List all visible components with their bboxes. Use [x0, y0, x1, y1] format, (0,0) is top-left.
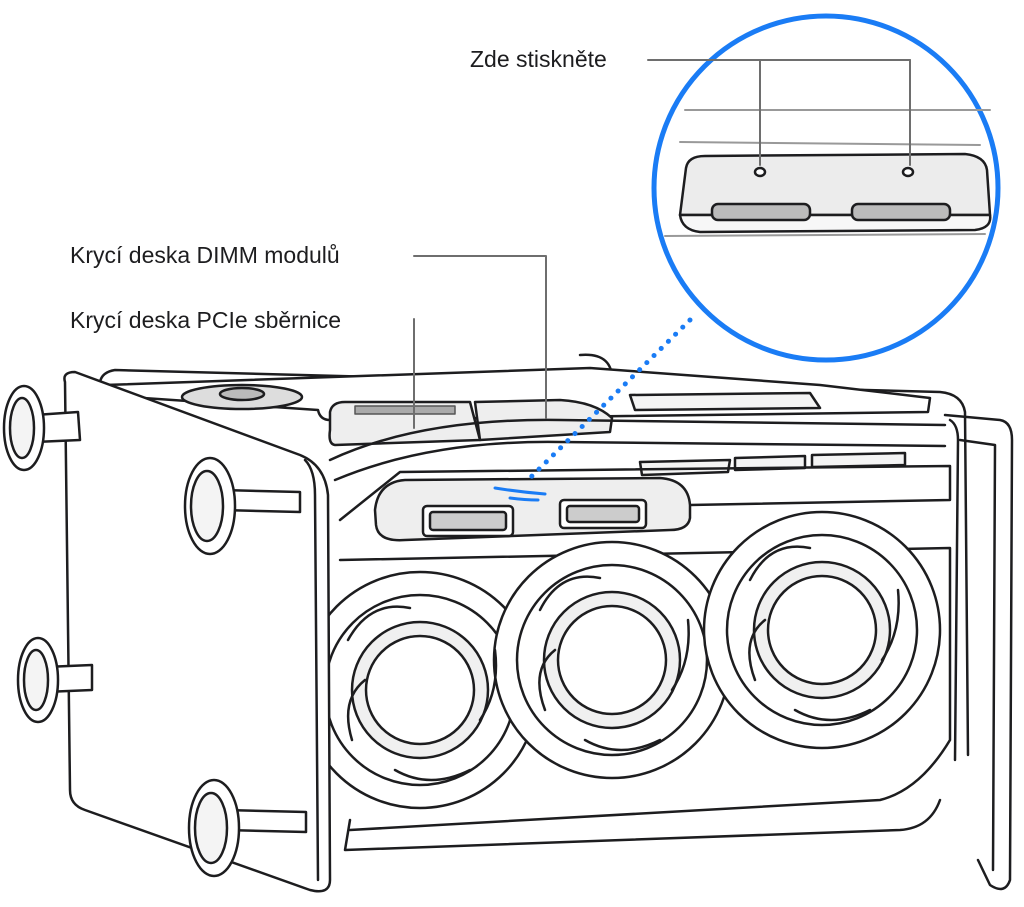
press-here-label: Zde stiskněte	[470, 46, 607, 72]
fan-icon	[300, 510, 952, 852]
top-plate	[98, 366, 932, 422]
leader-lines	[413, 59, 911, 429]
down-arrow-indicator	[493, 486, 547, 502]
pcie-cover	[328, 400, 482, 447]
release-cover	[373, 476, 692, 542]
upper-rails	[328, 418, 952, 522]
magnifier-callout	[651, 13, 1001, 363]
dimm-cover-label: Krycí deska DIMM modulů	[70, 242, 340, 268]
frame-back	[98, 353, 1014, 891]
pcie-cover-label: Krycí deska PCIe sběrnice	[70, 307, 342, 333]
callout-pointer	[527, 317, 693, 481]
feet	[2, 384, 308, 878]
